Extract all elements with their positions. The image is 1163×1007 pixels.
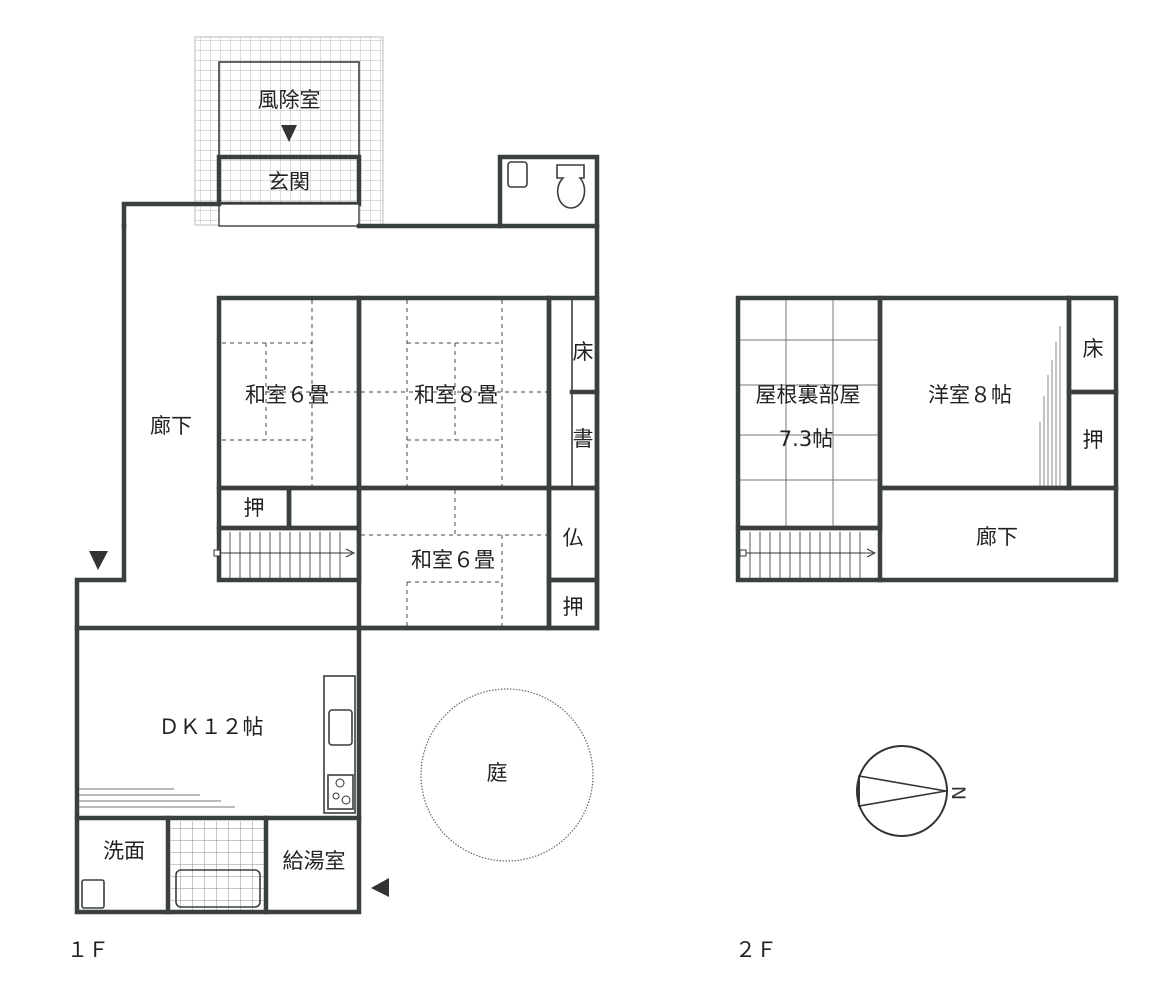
- bathtub-icon: [175, 869, 261, 908]
- label-windbreak: 風除室: [258, 88, 321, 112]
- garden: [420, 688, 594, 862]
- label-washroom: 洗面: [103, 839, 145, 863]
- label-shoin: 書: [573, 427, 594, 451]
- outer-wall: [74, 201, 600, 915]
- label-garden: 庭: [487, 761, 508, 785]
- label-closet-2f: 押: [1083, 428, 1104, 452]
- bath-tiles: [171, 821, 264, 910]
- kitchen-counter: [323, 675, 356, 814]
- toilet-icon: [556, 164, 586, 209]
- closet-b: [546, 577, 600, 631]
- side-entry-arrow-icon: [371, 878, 389, 897]
- label-corridor-1f: 廊下: [150, 414, 192, 438]
- kitchen-sink-icon: [328, 709, 353, 746]
- label-washitsu-6b: 和室６畳: [411, 548, 495, 572]
- entry-arrow-icon: [281, 125, 297, 142]
- label-butsuma: 仏: [563, 526, 584, 550]
- attic-room: [735, 295, 883, 531]
- down-arrow-icon: [89, 551, 108, 570]
- label-floor-2f: ２Ｆ: [735, 938, 777, 962]
- label-western: 洋室８帖: [928, 383, 1012, 407]
- label-washitsu-6a: 和室６畳: [245, 383, 329, 407]
- label-boiler-room: 給湯室: [283, 849, 346, 873]
- label-floor-1f: １Ｆ: [67, 938, 109, 962]
- label-closet-a: 押: [244, 496, 265, 520]
- first-floor: [74, 36, 600, 915]
- toilet-room: [497, 154, 600, 229]
- label-dk: ＤＫ１２帖: [159, 715, 264, 739]
- compass-north-letter: N: [947, 786, 969, 800]
- label-tokonoma-1f: 床: [573, 340, 594, 364]
- wash-basin-icon: [81, 879, 105, 909]
- label-attic-line2: 7.3帖: [779, 427, 833, 451]
- label-entrance: 玄関: [268, 170, 310, 194]
- label-attic-line1: 屋根裏部屋: [756, 383, 861, 407]
- label-closet-b: 押: [563, 595, 584, 619]
- sink-icon: [507, 161, 528, 188]
- second-floor: [735, 295, 1119, 837]
- compass-icon: [856, 745, 948, 837]
- label-corridor-2f: 廊下: [976, 525, 1018, 549]
- corridor-2f: [735, 485, 1119, 583]
- label-tokonoma-2f: 床: [1083, 337, 1104, 361]
- label-washitsu-8: 和室８畳: [414, 383, 498, 407]
- stove-icon: [327, 774, 354, 810]
